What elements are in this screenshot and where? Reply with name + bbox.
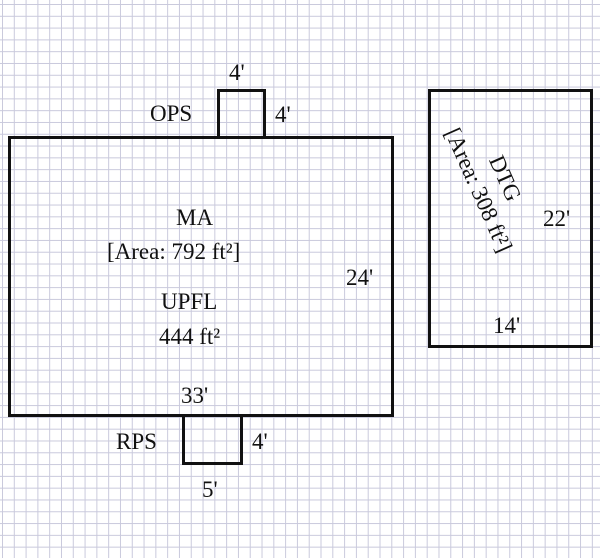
main-room	[8, 136, 394, 417]
rps-label: RPS	[116, 429, 157, 454]
rps-width-label: 5'	[202, 477, 218, 502]
main-room-name: MA	[176, 205, 214, 230]
dtg-room	[428, 89, 593, 348]
ops-room	[217, 89, 266, 139]
dtg-height-label: 22'	[543, 206, 571, 231]
ops-label: OPS	[150, 101, 193, 126]
main-room-sub-name: UPFL	[161, 289, 218, 314]
main-room-width-label: 33'	[181, 383, 209, 408]
rps-room	[182, 414, 243, 465]
main-room-area: [Area: 792 ft²]	[107, 239, 241, 264]
main-room-sub-area: 444 ft²	[159, 324, 221, 349]
main-room-height-label: 24'	[346, 265, 374, 290]
ops-width-label: 4'	[229, 60, 245, 85]
ops-height-label: 4'	[275, 102, 291, 127]
rps-height-label: 4'	[252, 429, 268, 454]
dtg-width-label: 14'	[493, 313, 521, 338]
